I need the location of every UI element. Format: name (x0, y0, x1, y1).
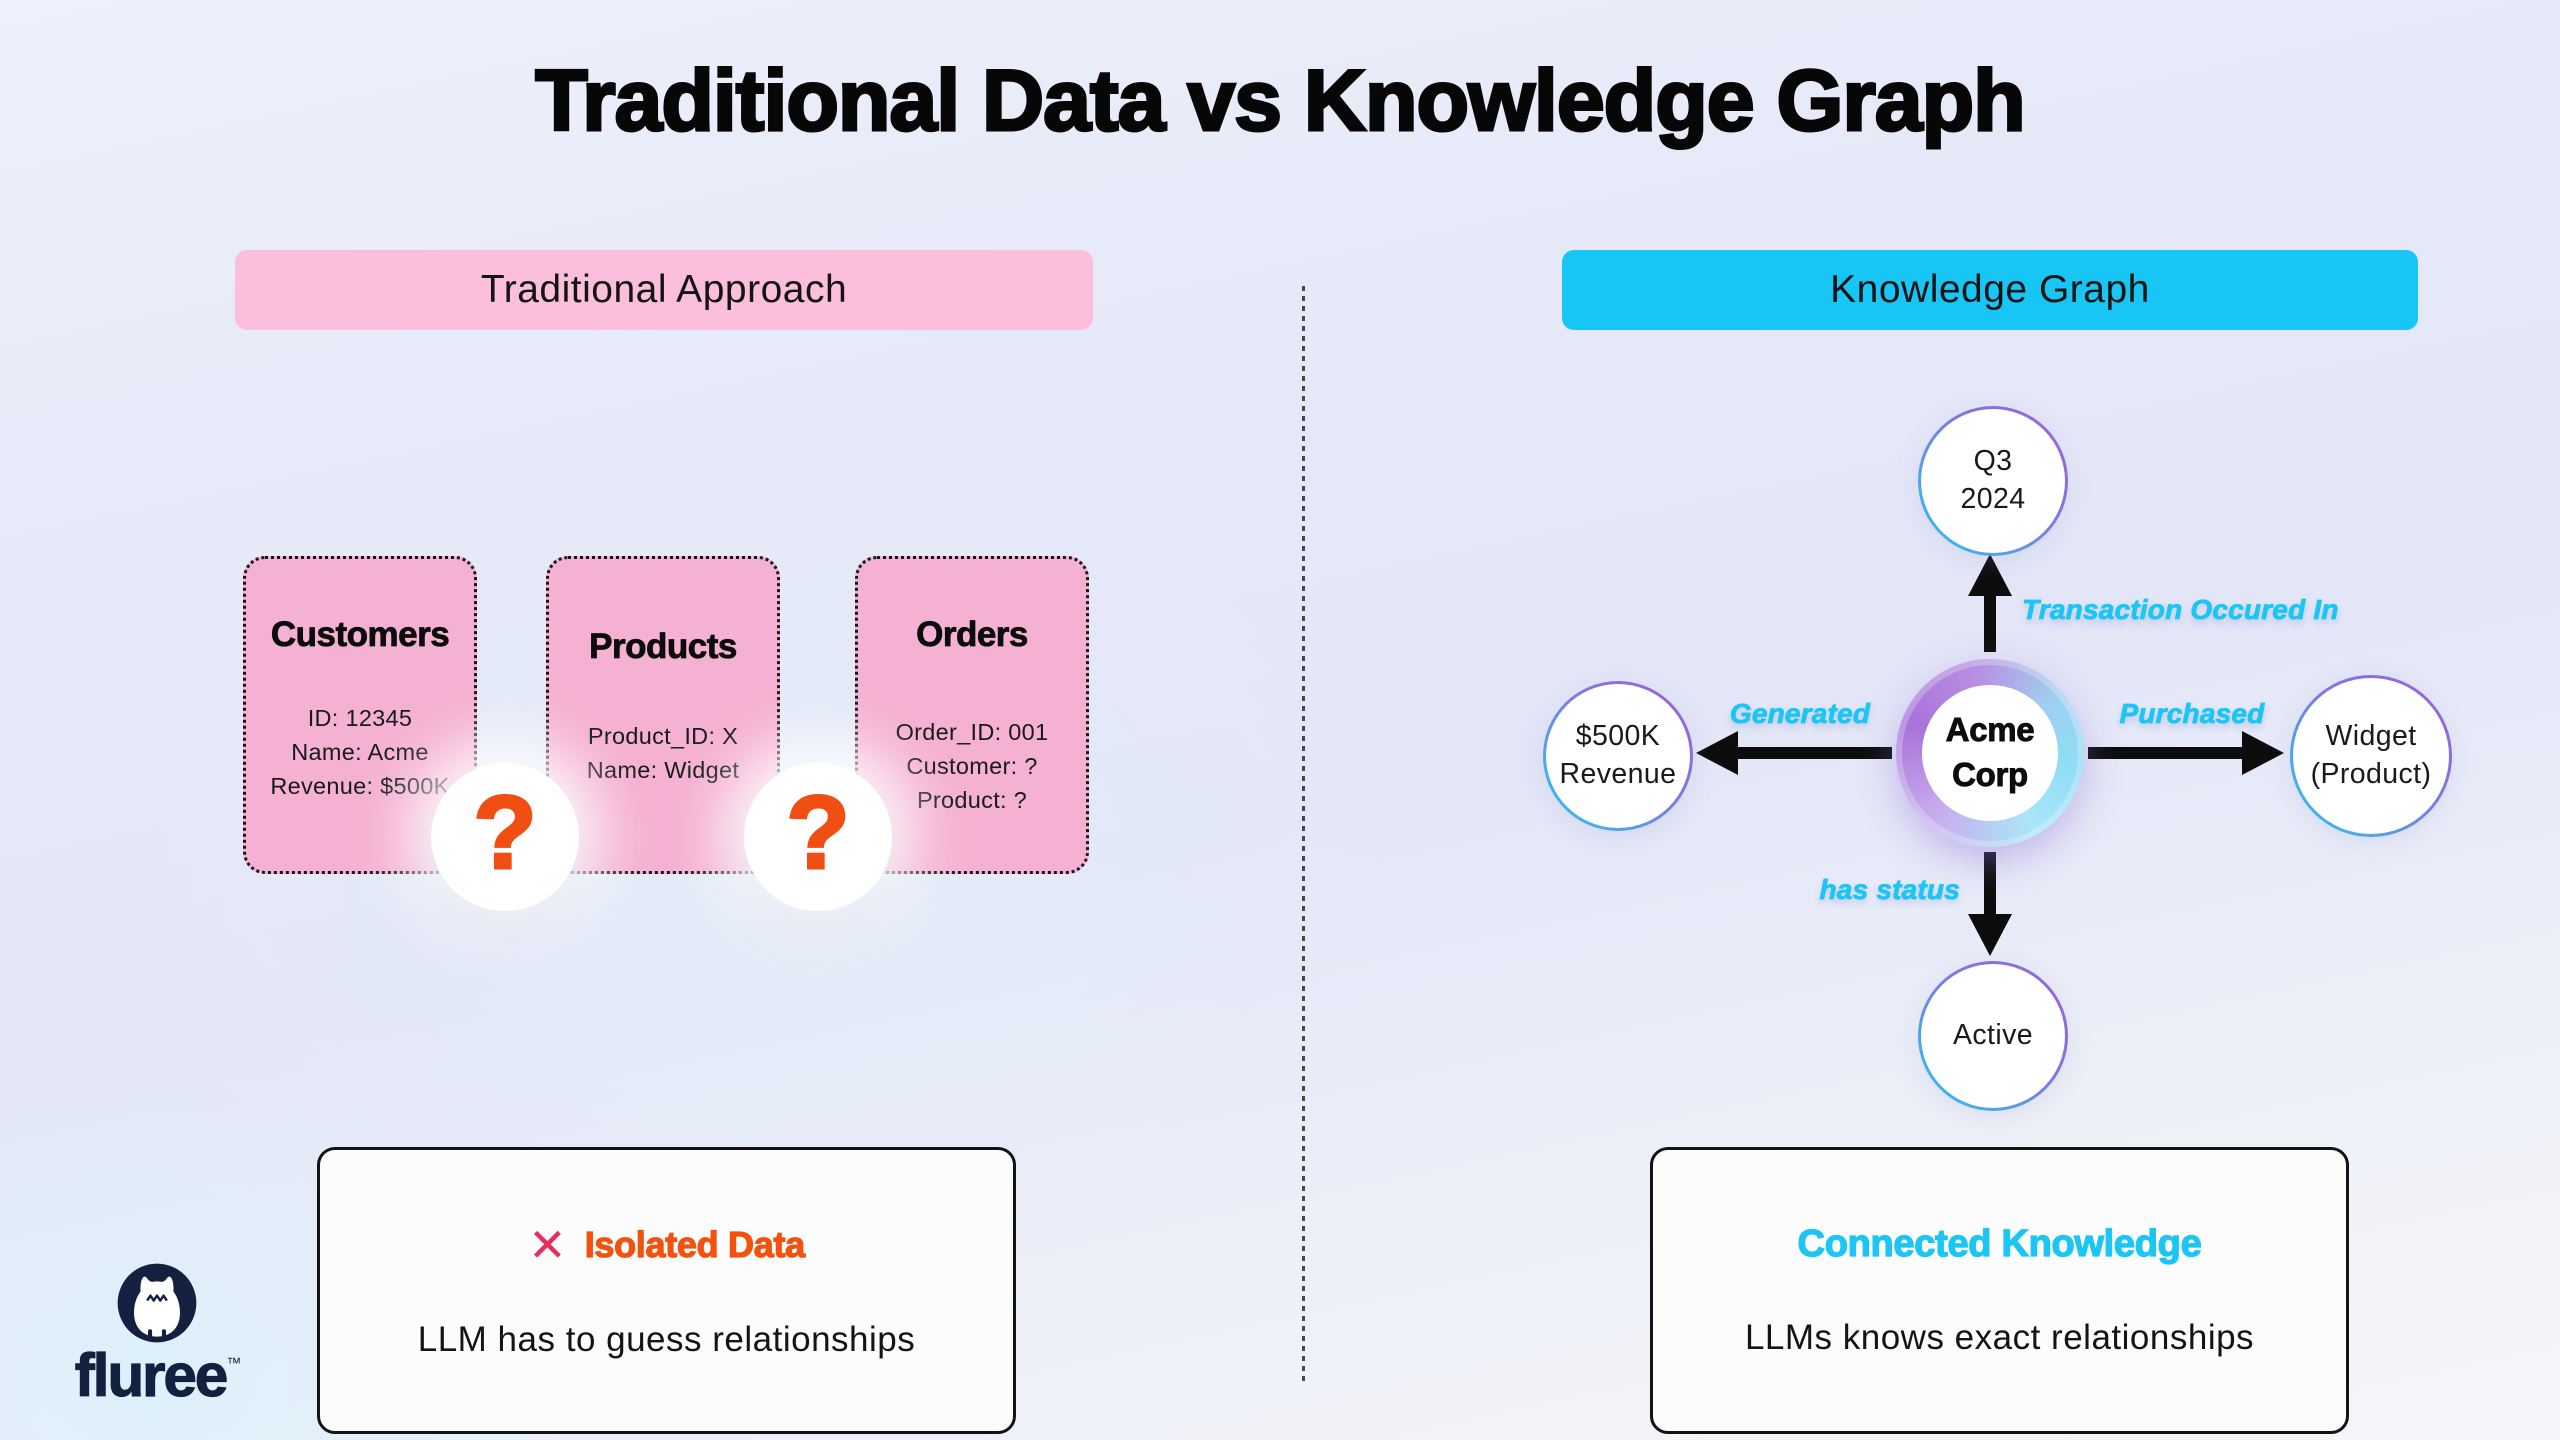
trademark-symbol: ™ (226, 1355, 241, 1372)
connected-knowledge-body: LLMs knows exact relationships (1744, 1318, 2255, 1357)
knowledge-graph-label: Knowledge Graph (1830, 268, 2150, 311)
connected-knowledge-box: Connected Knowledge LLMs knows exact rel… (1650, 1147, 2349, 1434)
products-card-body: Product_ID: X Name: Widget (587, 719, 739, 787)
node-q3-2024: Q3 2024 (1918, 406, 2068, 556)
node-widget-line2: (Product) (2310, 758, 2432, 790)
node-revenue: $500K Revenue (1543, 681, 1693, 831)
products-line-id: Product_ID: X (587, 723, 739, 749)
customers-card-body: ID: 12345 Name: Acme Revenue: $500K (270, 701, 449, 803)
node-acme-corp: Acme Corp (1922, 685, 2058, 821)
products-card-title: Products (589, 627, 738, 667)
node-acme-line2: Corp (1952, 756, 2029, 794)
question-mark-icon: ? (472, 775, 539, 891)
customers-card: Customers ID: 12345 Name: Acme Revenue: … (243, 556, 477, 874)
fluree-logo: fluree™ (62, 1262, 252, 1406)
customers-line-name: Name: Acme (291, 739, 429, 766)
node-active: Active (1918, 961, 2068, 1111)
orders-line-id: Order_ID: 001 (895, 719, 1049, 745)
edge-label-has-status: has status (1819, 874, 1960, 906)
customers-line-revenue: Revenue: $500K (270, 773, 450, 800)
knowledge-graph-header: Knowledge Graph (1562, 250, 2418, 330)
edge-label-generated: Generated (1729, 698, 1871, 730)
orders-card-body: Order_ID: 001 Customer: ? Product: ? (896, 715, 1049, 817)
x-icon: ✕ (528, 1218, 567, 1271)
connected-knowledge-title: Connected Knowledge (1797, 1222, 2202, 1265)
products-card: Products Product_ID: X Name: Widget (546, 556, 780, 874)
fluree-wordmark: fluree™ (62, 1345, 252, 1406)
arrow-down-icon (1968, 852, 2012, 956)
node-q3-line1: Q3 (1973, 445, 2013, 478)
arrow-left-icon (1696, 731, 1892, 775)
orders-card: Orders Order_ID: 001 Customer: ? Product… (855, 556, 1089, 874)
isolated-data-body: LLM has to guess relationships (417, 1319, 916, 1359)
edge-label-purchased: Purchased (2119, 698, 2265, 730)
node-acme-ring: Acme Corp (1896, 659, 2084, 847)
isolated-data-title: Isolated Data (584, 1223, 806, 1265)
question-circle-2: ? (744, 763, 892, 911)
node-widget: Widget (Product) (2290, 675, 2452, 837)
question-mark-icon: ? (785, 775, 852, 891)
fluree-wordmark-text: fluree (74, 1342, 229, 1409)
arrow-up-icon (1968, 554, 2012, 652)
customers-card-title: Customers (270, 615, 450, 655)
dotted-divider (1302, 286, 1305, 1384)
isolated-data-box: ✕ Isolated Data LLM has to guess relatio… (317, 1147, 1016, 1434)
orders-line-customer: Customer: ? (906, 753, 1038, 780)
node-widget-line1: Widget (2325, 720, 2417, 753)
traditional-approach-label: Traditional Approach (480, 268, 848, 311)
node-q3-line2: 2024 (1960, 483, 2026, 515)
orders-card-title: Orders (916, 615, 1029, 655)
orders-line-product: Product: ? (916, 787, 1028, 814)
page-title: Traditional Data vs Knowledge Graph (534, 52, 2027, 151)
node-acme-line1: Acme (1945, 711, 2035, 749)
traditional-approach-header: Traditional Approach (235, 250, 1093, 330)
edge-label-transaction: Transaction Occured In (2022, 594, 2339, 626)
graph-arrows (1696, 554, 2284, 956)
products-line-name: Name: Widget (586, 757, 740, 784)
customers-line-id: ID: 12345 (307, 705, 413, 731)
node-revenue-line1: $500K (1575, 720, 1661, 753)
node-revenue-line2: Revenue (1559, 758, 1677, 790)
arrow-right-icon (2088, 731, 2284, 775)
node-active-line1: Active (1952, 1019, 2033, 1052)
fluree-mascot-icon (117, 1263, 197, 1343)
isolated-data-title-row: ✕ Isolated Data (528, 1218, 806, 1271)
question-circle-1: ? (431, 763, 579, 911)
